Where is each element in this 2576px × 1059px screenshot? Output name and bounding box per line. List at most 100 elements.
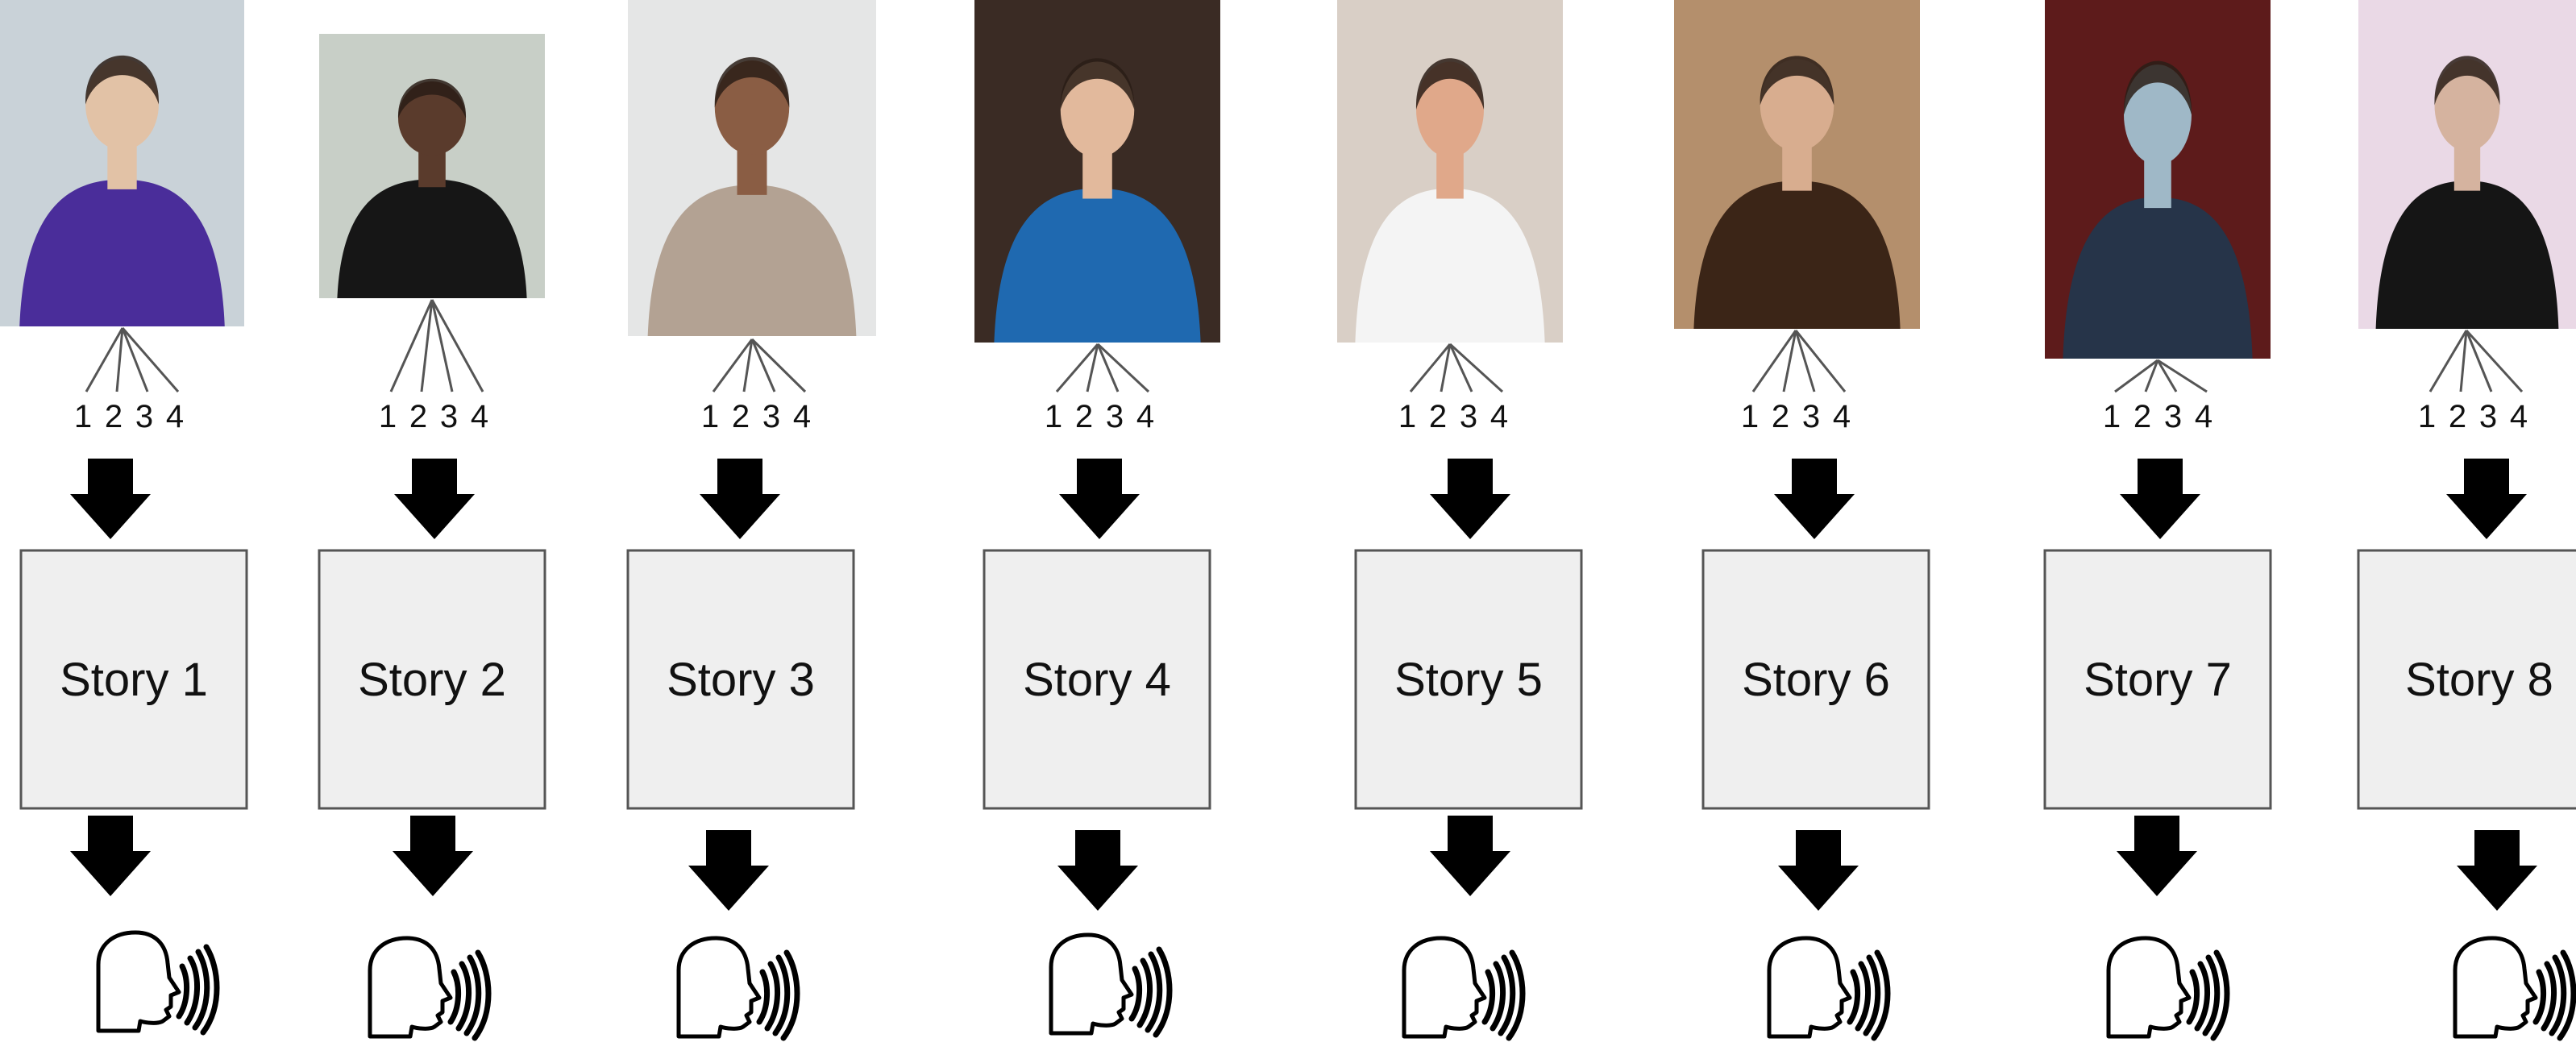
sound-wave-3 (1145, 951, 1163, 1033)
story-label: Story 3 (667, 654, 815, 706)
connector-line-4 (750, 338, 807, 393)
woman-sepia-portrait-photo (1674, 0, 1920, 329)
animated-character-photo (2045, 0, 2271, 359)
connector-line-3 (2156, 359, 2178, 392)
head-outline (2453, 936, 2538, 1039)
speaking-head-icon (368, 936, 492, 1041)
photo-clothing (337, 179, 527, 298)
connector-line-1 (2114, 359, 2158, 393)
sound-wave-1 (1481, 969, 1496, 1025)
sound-wave-4 (1871, 949, 1891, 1041)
number-label-4: 4 (793, 399, 811, 434)
speaking-head-icon (1767, 936, 1891, 1041)
photo-hair (1415, 58, 1485, 110)
connector-line-4 (430, 299, 484, 392)
sound-wave-3 (2549, 954, 2567, 1036)
story-label: Story 4 (1023, 654, 1171, 706)
speaking-head-icon (2106, 936, 2230, 1041)
photo-face (714, 60, 790, 155)
speaking-head-icon (2453, 936, 2576, 1041)
sound-wave-4 (1153, 946, 1173, 1038)
sound-wave-1 (756, 969, 771, 1025)
woman-blue-cardigan-photo (974, 0, 1220, 343)
story-box (1354, 549, 1583, 810)
down-arrow-icon (1057, 830, 1138, 911)
story-label: Story 5 (1394, 654, 1543, 706)
number-label-4: 4 (1490, 399, 1508, 434)
photo-hair (1760, 56, 1834, 106)
sound-wave-3 (192, 949, 210, 1031)
number-label-4: 4 (166, 399, 184, 434)
down-arrow-icon (2117, 816, 2197, 896)
head-outline (1767, 936, 1852, 1039)
down-arrow-icon (688, 830, 769, 911)
speaking-head-icon (96, 930, 220, 1036)
head-outline (1049, 932, 1134, 1036)
story-box (2357, 549, 2576, 810)
number-label-3: 3 (440, 399, 458, 434)
number-label-2: 2 (409, 399, 427, 434)
sound-wave-4 (780, 949, 800, 1041)
number-label-2: 2 (1429, 399, 1447, 434)
photo-face (398, 81, 466, 156)
story-box (1701, 549, 1930, 810)
connector-line-3 (430, 299, 454, 392)
speaking-head-icon (676, 936, 800, 1041)
connector-line-1 (85, 327, 124, 392)
photo-face (2124, 64, 2192, 165)
story-label: Story 8 (2405, 654, 2553, 706)
connector-line-4 (2157, 359, 2208, 393)
woman-black-suit-photo (319, 34, 545, 298)
number-label-4: 4 (1833, 399, 1851, 434)
sound-wave-2 (2541, 961, 2557, 1032)
sound-wave-1 (1847, 969, 1861, 1025)
story-box (2043, 549, 2272, 810)
connector-line-3 (1448, 343, 1473, 392)
connector-line-2 (2144, 359, 2159, 392)
sound-wave-1 (2532, 969, 2547, 1025)
sound-wave-1 (2186, 969, 2200, 1025)
photo-face (1760, 59, 1834, 152)
photo-hair (2123, 60, 2192, 115)
head-outline (368, 936, 453, 1039)
down-arrow-icon (2446, 459, 2527, 539)
number-label-4: 4 (1136, 399, 1154, 434)
head-outline (1402, 936, 1487, 1039)
connector-line-2 (742, 338, 754, 392)
sound-wave-2 (455, 961, 472, 1032)
number-label-1: 1 (379, 399, 397, 434)
story-box (318, 549, 546, 810)
head-outline (96, 930, 181, 1033)
photo-clothing (2063, 197, 2253, 359)
sound-wave-2 (1490, 961, 1506, 1032)
down-arrow-icon (394, 459, 475, 539)
number-label-4: 4 (2195, 399, 2212, 434)
number-label-3: 3 (135, 399, 153, 434)
sound-wave-2 (764, 961, 780, 1032)
photo-clothing (1693, 181, 1901, 329)
woman-glasses-notepad-photo (628, 0, 876, 336)
down-arrow-icon (1059, 459, 1140, 539)
photo-face (1060, 61, 1135, 158)
number-label-4: 4 (2510, 399, 2528, 434)
photo-hair (85, 55, 160, 105)
sound-wave-4 (472, 949, 492, 1041)
number-label-3: 3 (1460, 399, 1477, 434)
connector-line-4 (1096, 343, 1150, 393)
woman-black-dress-photo (2358, 0, 2576, 329)
sound-wave-1 (176, 963, 190, 1020)
number-label-3: 3 (762, 399, 780, 434)
sound-wave-1 (447, 969, 462, 1025)
sound-wave-1 (1128, 966, 1143, 1022)
number-label-1: 1 (2103, 399, 2121, 434)
down-arrow-icon (1778, 830, 1859, 911)
photo-face (85, 58, 159, 151)
down-arrow-icon (700, 459, 780, 539)
connector-line-4 (1794, 330, 1847, 392)
